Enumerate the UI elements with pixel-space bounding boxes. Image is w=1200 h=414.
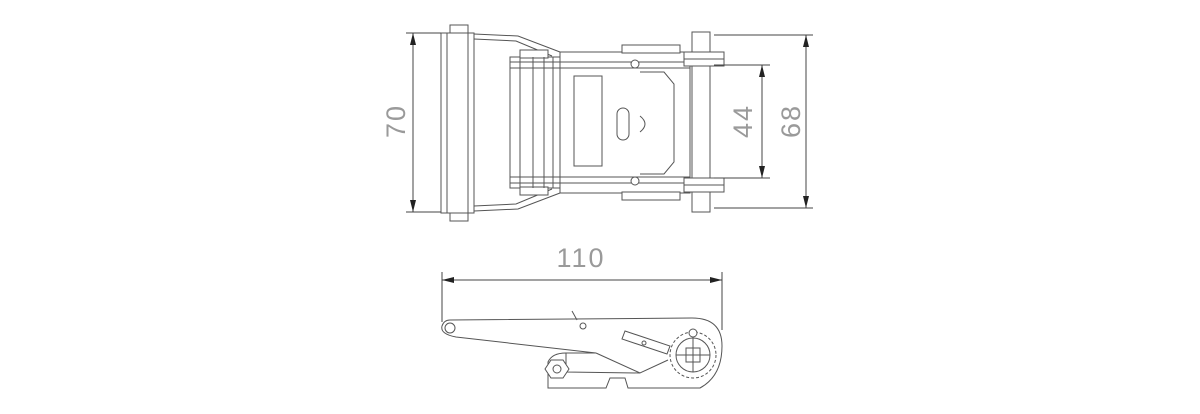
- left-bar-top-tab: [449, 24, 469, 34]
- dim-44-label: 44: [728, 104, 758, 138]
- hex-nut-center: [552, 364, 562, 374]
- bottom-plate: [621, 191, 681, 201]
- pawl-notch: [639, 115, 646, 133]
- dim-70-label: 70: [381, 104, 411, 138]
- dim-70-arrow-bottom: [410, 200, 416, 212]
- dim-110-arrow-left: [442, 277, 454, 283]
- pawl-pin: [641, 340, 647, 346]
- pawl-plate: [640, 71, 675, 175]
- dim-44-arrow-top: [759, 65, 765, 77]
- dim-68-label: 68: [776, 104, 806, 138]
- top-view: 70 44 68: [381, 24, 813, 222]
- dim-110-arrow-right: [710, 277, 722, 283]
- roller-bottom-cap: [519, 186, 549, 196]
- gear-top-pin: [688, 328, 698, 338]
- gear-hub: [685, 347, 701, 363]
- top-plate: [621, 44, 681, 54]
- side-view: 110: [441, 243, 723, 389]
- release-slot: [616, 107, 630, 141]
- left-bar-bottom-tab: [449, 212, 469, 222]
- dim-70-arrow-top: [410, 33, 416, 45]
- handle-pivot: [444, 322, 456, 334]
- dim-44-arrow-bottom: [759, 166, 765, 178]
- dim-68-arrow-bottom: [803, 196, 809, 208]
- handle-outline: [441, 317, 723, 389]
- roller: [509, 56, 561, 189]
- ratchet-axle: [691, 31, 711, 213]
- lever-pin-hole: [579, 322, 587, 330]
- rivet-top: [630, 59, 640, 69]
- dim-110-label: 110: [556, 243, 605, 273]
- hex-nut: [544, 359, 570, 379]
- handle-arm-bottom-outer: [473, 192, 561, 212]
- rivet-bottom: [630, 176, 640, 186]
- roller-top-cap: [519, 49, 549, 59]
- handle-arm-top-outer: [473, 33, 561, 53]
- left-bar: [440, 32, 475, 214]
- dim-68-arrow-top: [803, 35, 809, 47]
- lever-pin: [571, 310, 578, 321]
- body-window: [573, 75, 603, 167]
